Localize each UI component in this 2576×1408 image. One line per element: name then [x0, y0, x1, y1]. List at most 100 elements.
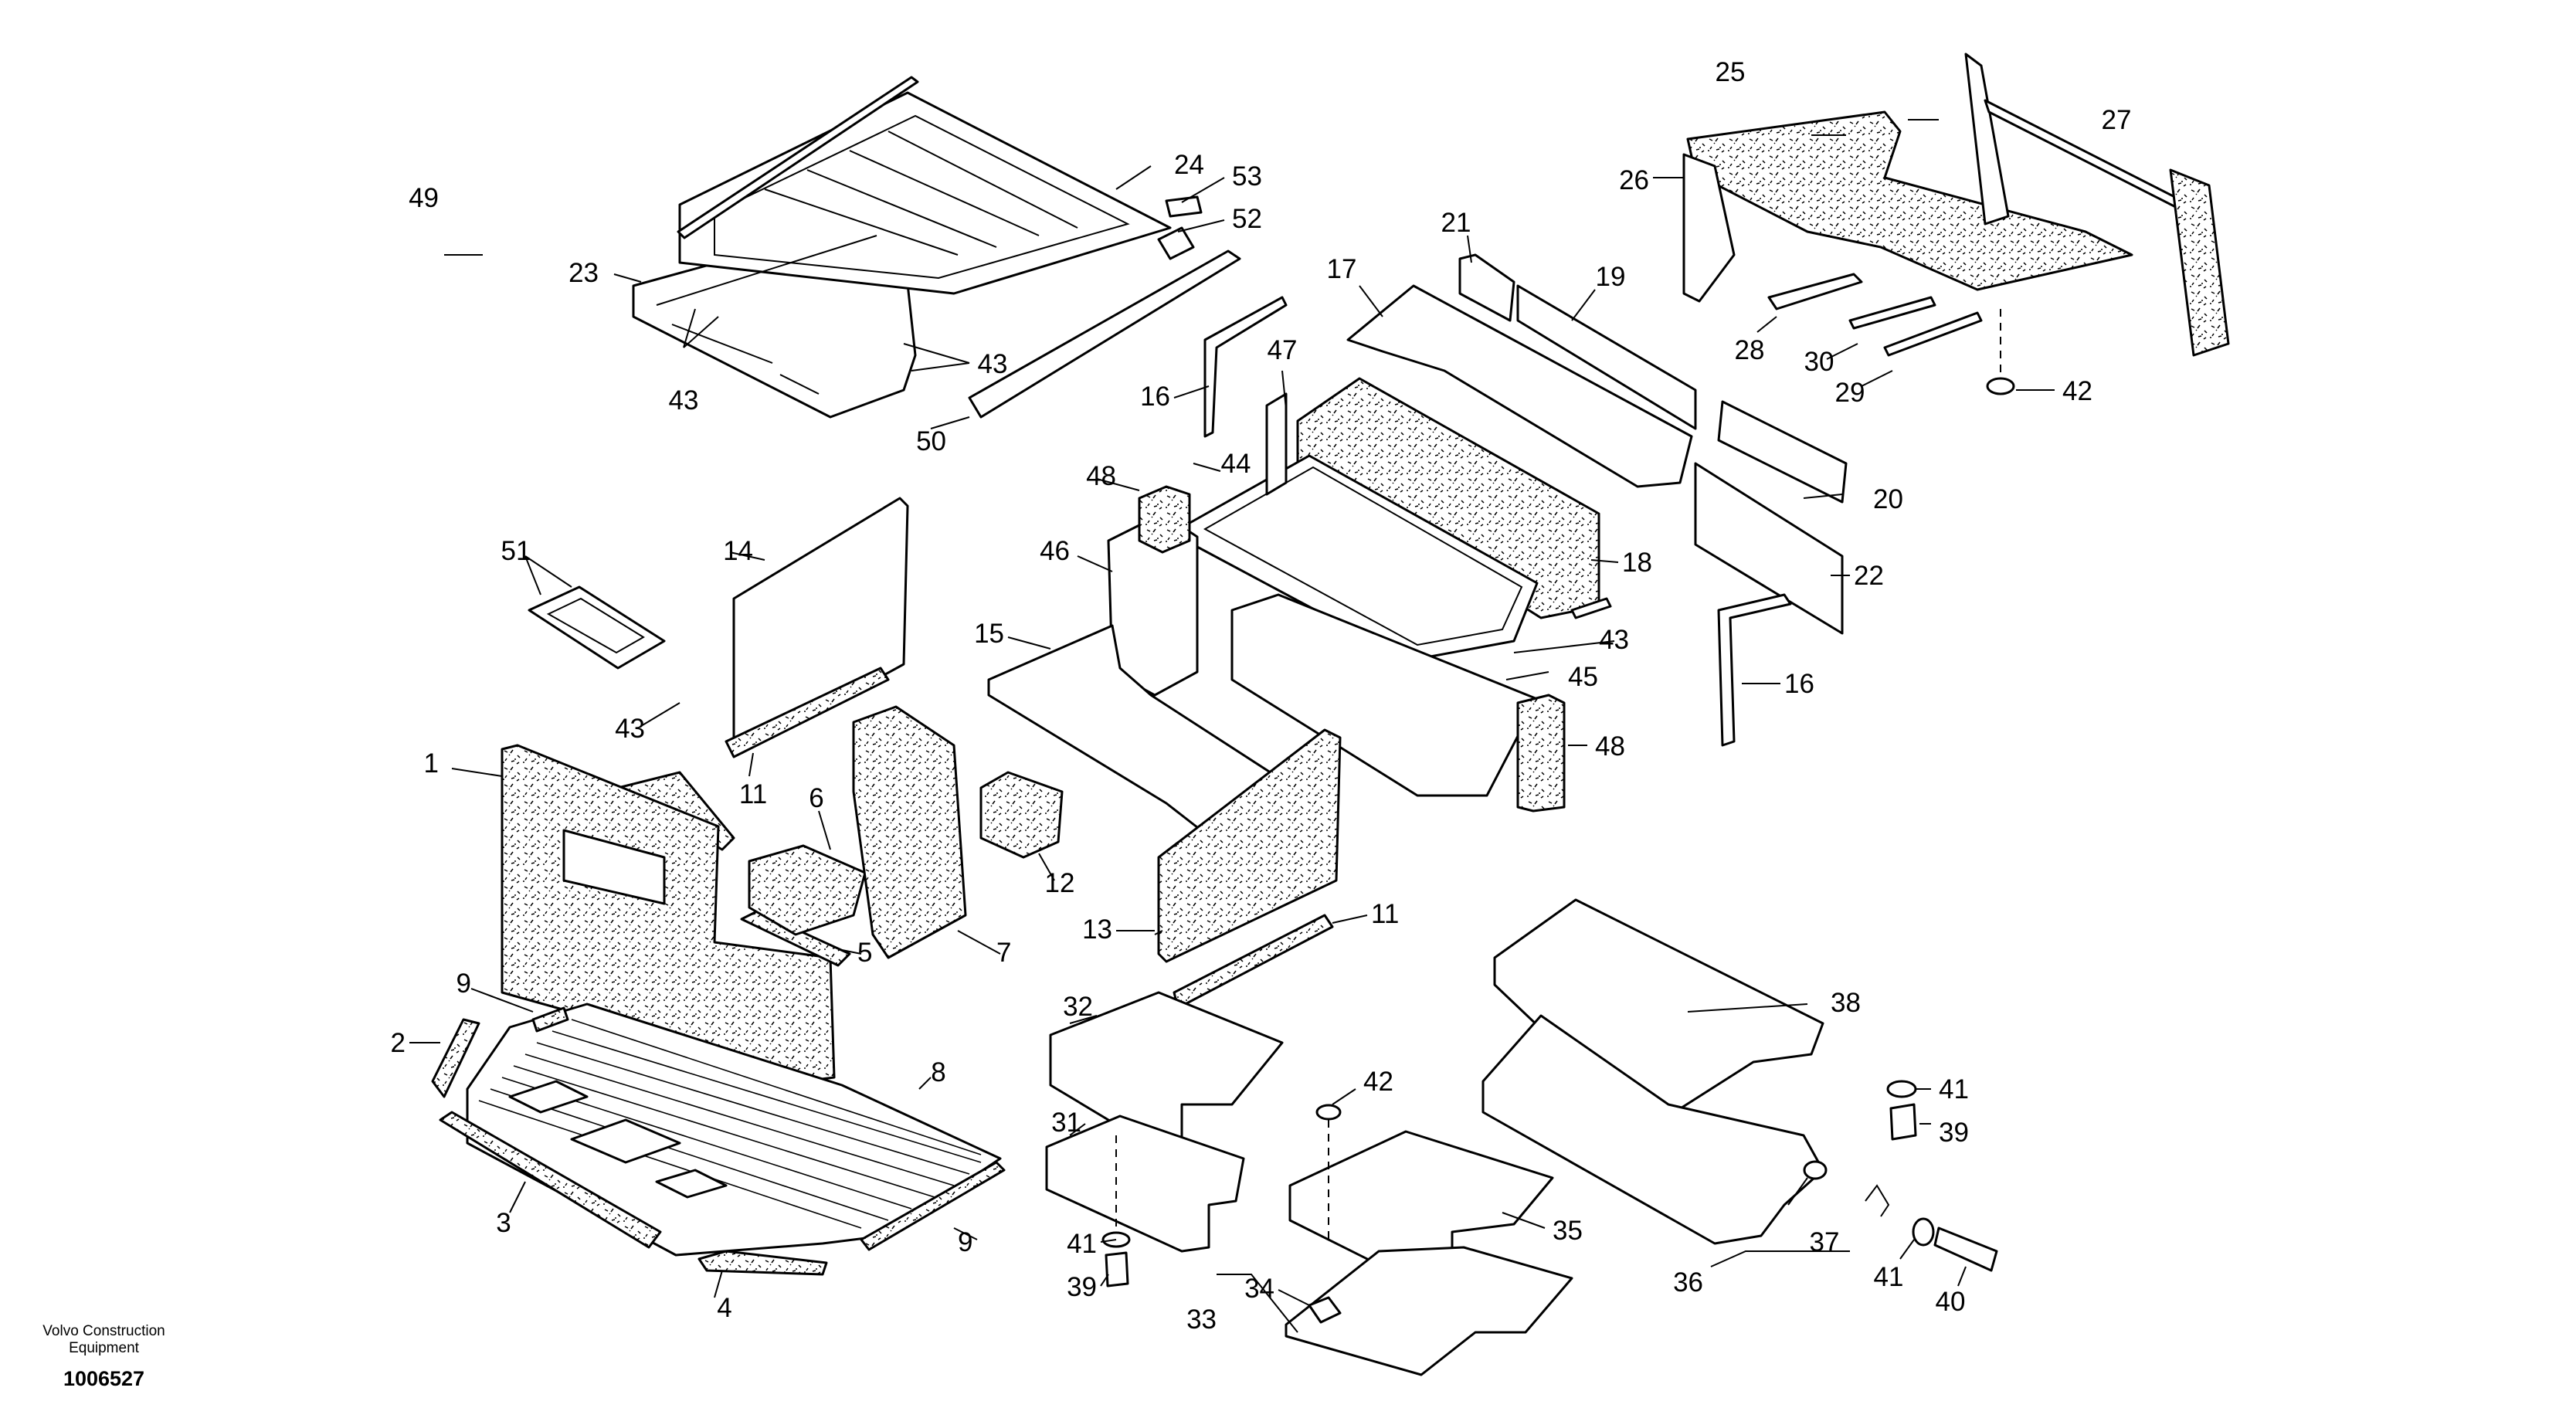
center-group [987, 253, 1848, 832]
part-19 [1516, 284, 1697, 430]
callout-6: 6 [809, 783, 823, 813]
callout-31: 31 [1051, 1108, 1081, 1138]
callout-16-right: 16 [1784, 669, 1814, 699]
leader-lines [409, 119, 2055, 1333]
part-5 [740, 910, 851, 967]
callout-45: 45 [1568, 662, 1598, 692]
part-40 [1933, 1226, 1998, 1272]
part-27-end [2169, 168, 2230, 357]
callout-17: 17 [1327, 254, 1357, 284]
callout-18: 18 [1622, 548, 1652, 578]
part-12 [979, 771, 1064, 859]
rear-foam-group [1682, 53, 2230, 395]
part-42-washer-mid [1315, 1104, 1342, 1121]
callout-3: 3 [496, 1208, 511, 1238]
callout-7: 7 [996, 938, 1011, 968]
part-27 [1964, 53, 2010, 226]
callout-52: 52 [1232, 204, 1262, 234]
part-52 [1157, 226, 1195, 260]
part-17 [1346, 284, 1693, 488]
part-27-strip [1984, 99, 2203, 222]
callout-22: 22 [1854, 561, 1884, 591]
part-11-upper [725, 667, 890, 758]
part-21 [1458, 253, 1515, 322]
part-7 [852, 705, 967, 959]
callout-51: 51 [501, 536, 531, 566]
callout-11-lower: 11 [1371, 899, 1399, 929]
part-16-right [1717, 593, 1792, 747]
part-48-top [1138, 485, 1191, 554]
callout-42-mid: 42 [1363, 1067, 1393, 1097]
callout-37: 37 [1810, 1227, 1840, 1257]
part-34 [1308, 1296, 1342, 1324]
callout-26: 26 [1619, 165, 1649, 195]
callout-21: 21 [1441, 208, 1471, 238]
callout-36: 36 [1673, 1267, 1703, 1298]
part-38 [1493, 898, 1824, 1118]
callout-42-top: 42 [2062, 376, 2092, 406]
part-28 [1767, 273, 1863, 310]
callout-15: 15 [974, 619, 1004, 649]
callout-35: 35 [1553, 1216, 1583, 1246]
part-43-small [1570, 597, 1612, 619]
callout-53: 53 [1232, 161, 1262, 192]
callout-33: 33 [1186, 1305, 1217, 1335]
part-29 [1883, 311, 1983, 357]
callout-50: 50 [916, 426, 946, 456]
floor-mat-group [431, 1003, 1006, 1276]
callout-8: 8 [931, 1057, 945, 1087]
callout-41-right-top: 41 [1939, 1074, 1969, 1104]
callout-14: 14 [723, 536, 753, 566]
callout-4: 4 [717, 1293, 731, 1323]
part-53 [1165, 195, 1203, 218]
part-41-top [1886, 1080, 1917, 1098]
part-9-lower [860, 1161, 1006, 1251]
part-4 [697, 1250, 828, 1276]
part-35 [1288, 1130, 1554, 1276]
part-39-top [1889, 1103, 1917, 1141]
callout-25: 25 [1716, 57, 1746, 87]
callout-16-left: 16 [1140, 382, 1170, 412]
part-49 [677, 76, 919, 239]
part-32 [1049, 991, 1284, 1145]
callout-44: 44 [1221, 449, 1251, 479]
manufacturer-caption: Volvo Construction Equipment [42, 1323, 165, 1356]
callout-12: 12 [1045, 868, 1075, 898]
callout-38: 38 [1831, 988, 1861, 1018]
callout-29: 29 [1835, 378, 1865, 408]
callout-39-right: 39 [1939, 1118, 1969, 1148]
callout-39-left: 39 [1067, 1272, 1097, 1302]
callout-27: 27 [2102, 105, 2132, 135]
part-30 [1848, 296, 1936, 330]
callout-47: 47 [1268, 335, 1298, 365]
callout-43-left: 43 [615, 714, 645, 744]
part-16-left [1203, 296, 1288, 438]
drawing-number: 1006527 [63, 1367, 145, 1390]
part-31 [1045, 1115, 1245, 1253]
part-47 [1265, 392, 1288, 496]
callout-32: 32 [1063, 992, 1093, 1022]
callout-labels: 1 2 3 4 5 6 7 8 9 9 11 11 12 13 14 15 16… [391, 57, 2132, 1335]
callout-41-left: 41 [1067, 1229, 1097, 1259]
callout-11-upper: 11 [739, 779, 767, 809]
callout-40: 40 [1936, 1287, 1966, 1317]
part-25 [1686, 110, 2133, 291]
callout-24: 24 [1174, 150, 1204, 180]
part-42-washer-top [1986, 377, 2015, 395]
part-41-right [1912, 1217, 1935, 1247]
part-48-bottom [1516, 694, 1566, 813]
callout-43-roof-right: 43 [978, 349, 1008, 379]
part-51 [528, 585, 666, 670]
part-22 [1694, 462, 1844, 635]
callout-9-upper: 9 [456, 969, 471, 999]
callout-23: 23 [568, 258, 599, 288]
part-26 [1682, 153, 1736, 303]
callout-43-roof-left: 43 [669, 385, 699, 416]
part-36 [1481, 1014, 1824, 1245]
callout-30: 30 [1804, 347, 1834, 377]
part-45 [1230, 593, 1539, 797]
part-33 [1285, 1246, 1573, 1376]
part-2 [431, 1018, 480, 1098]
callout-20: 20 [1873, 484, 1903, 514]
part-37 [1803, 1160, 1828, 1180]
